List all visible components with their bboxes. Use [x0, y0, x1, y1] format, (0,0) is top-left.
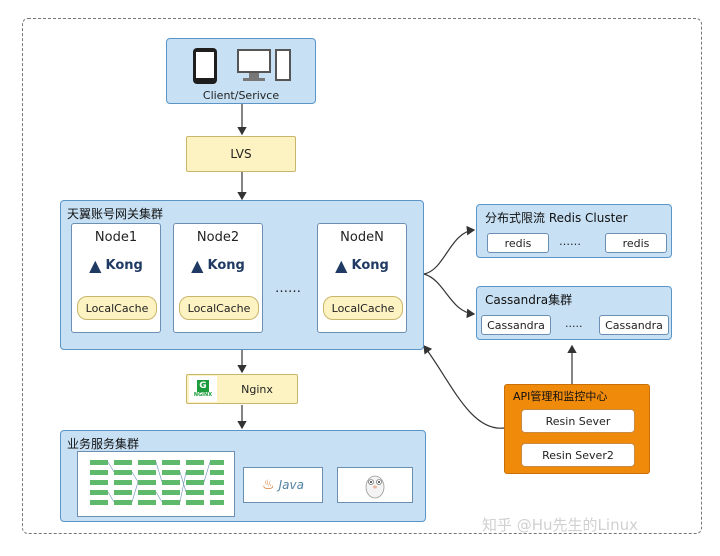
- node-title: Node1: [94, 230, 138, 245]
- lvs-box: LVS: [186, 136, 296, 172]
- node-card: Node1 ▲Kong LocalCache: [71, 223, 161, 333]
- business-cluster: 业务服务集群 ♨ Java: [60, 430, 426, 522]
- node-title: NodeN: [340, 230, 384, 245]
- local-cache: LocalCache: [179, 296, 259, 320]
- gateway-title: 天翼账号网关集群: [67, 207, 164, 221]
- desktop-computer-icon: [237, 49, 293, 83]
- local-cache: LocalCache: [77, 296, 157, 320]
- redis-node: redis: [605, 233, 667, 253]
- gateway-cluster: 天翼账号网关集群 Node1 ▲Kong LocalCache Node2 ▲K…: [60, 200, 424, 350]
- watermark: 知乎 @Hu先生的Linux: [482, 516, 638, 534]
- api-management-box: API管理和监控中心 Resin Sever Resin Sever2: [504, 384, 650, 474]
- redis-ellipsis: ……: [559, 235, 581, 248]
- api-title: API管理和监控中心: [513, 390, 608, 403]
- kong-logo-icon: ▲Kong: [335, 255, 389, 275]
- nginx-label: Nginx: [241, 382, 273, 396]
- tablet-icon: [193, 48, 217, 84]
- kong-logo-icon: ▲Kong: [191, 255, 245, 275]
- redis-cluster: 分布式限流 Redis Cluster redis …… redis: [476, 204, 672, 258]
- redis-node: redis: [487, 233, 549, 253]
- cassandra-cluster: Cassandra集群 Cassandra ..... Cassandra: [476, 286, 672, 340]
- kong-logo-icon: ▲Kong: [89, 255, 143, 275]
- node-card: NodeN ▲Kong LocalCache: [317, 223, 407, 333]
- server-grid-icon: [77, 451, 235, 517]
- node-title: Node2: [196, 230, 240, 245]
- resin-server: Resin Sever2: [521, 443, 635, 467]
- resin-server: Resin Sever: [521, 409, 635, 433]
- nginx-box: G NGINX Nginx: [186, 374, 298, 404]
- client-box: Client/Serivce: [166, 38, 316, 104]
- outer-boundary: [22, 18, 702, 534]
- go-gopher-icon: [337, 467, 413, 503]
- local-cache: LocalCache: [323, 296, 403, 320]
- cassandra-title: Cassandra集群: [485, 293, 573, 307]
- business-title: 业务服务集群: [67, 437, 140, 451]
- java-logo-icon: ♨ Java: [243, 467, 323, 503]
- cassandra-node: Cassandra: [599, 315, 669, 335]
- nginx-logo-icon: G NGINX: [189, 376, 217, 402]
- redis-title: 分布式限流 Redis Cluster: [485, 211, 628, 225]
- client-label: Client/Serivce: [202, 89, 280, 102]
- node-ellipsis: ……: [275, 281, 301, 296]
- cassandra-ellipsis: .....: [565, 317, 583, 330]
- cassandra-node: Cassandra: [481, 315, 551, 335]
- node-card: Node2 ▲Kong LocalCache: [173, 223, 263, 333]
